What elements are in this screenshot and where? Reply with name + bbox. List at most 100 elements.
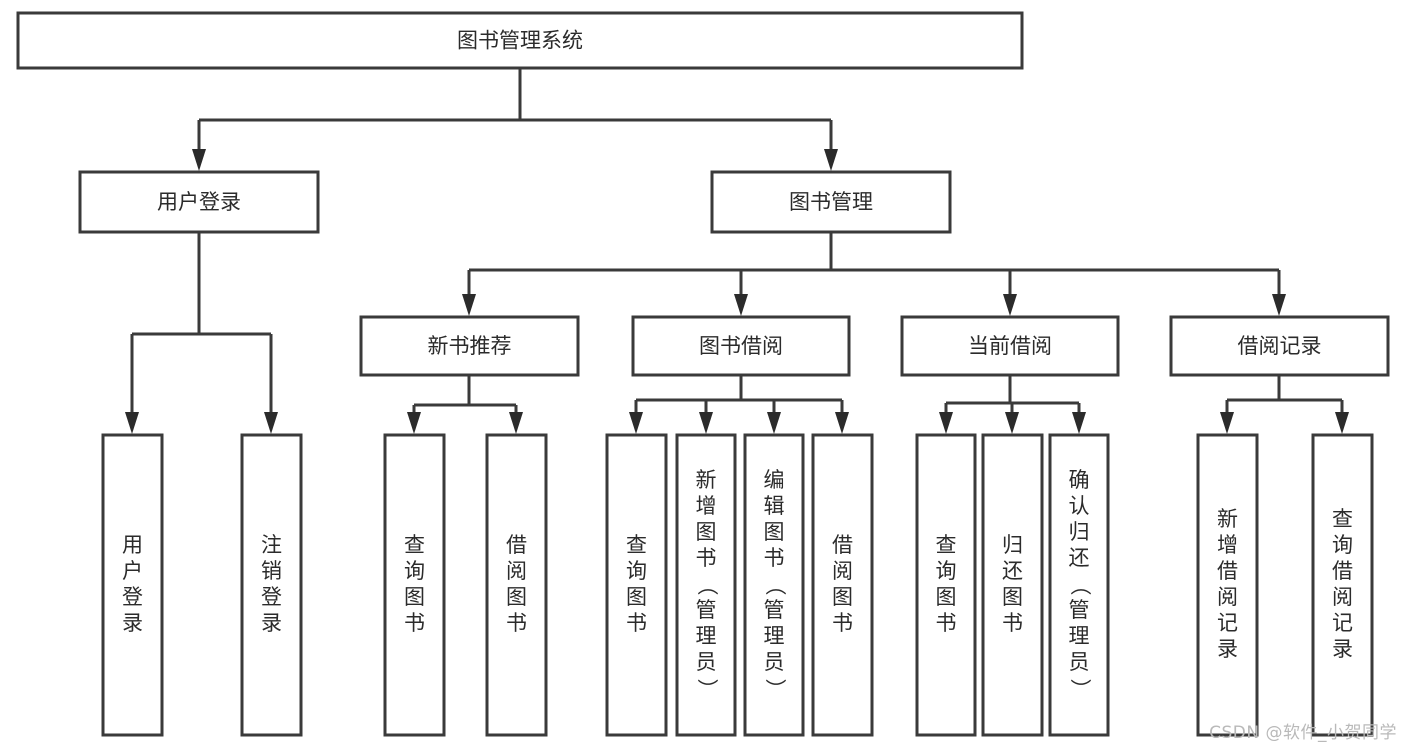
node-box[interactable] — [743, 433, 805, 737]
node-box[interactable] — [900, 315, 1120, 377]
arrow-head-icon — [629, 412, 643, 434]
arrow-head-icon — [1335, 412, 1349, 434]
node-box[interactable] — [605, 433, 668, 737]
arrow-head-icon — [1005, 412, 1019, 434]
node-label-char: 管 — [1069, 598, 1090, 622]
node-label-char: 书 — [696, 546, 717, 570]
submodule-node-borrow-records[interactable]: 借阅记录 — [1169, 315, 1390, 377]
node-label-char: 认 — [1069, 494, 1090, 518]
node-label-char: 登 — [261, 585, 282, 609]
node-label-char: 书 — [832, 611, 853, 635]
node-label-char: 户 — [122, 559, 143, 583]
arrow-head-icon — [824, 149, 838, 171]
node-label-char: 归 — [1002, 533, 1023, 557]
node-label-char: 员 — [764, 650, 785, 674]
node-label-char: 增 — [1217, 533, 1238, 557]
node-box[interactable] — [710, 170, 952, 234]
node-box[interactable] — [1169, 315, 1390, 377]
node-label: 图书管理系统 — [457, 29, 583, 53]
node-box[interactable] — [383, 433, 446, 737]
node-box[interactable] — [915, 433, 977, 737]
node-label-char: 理 — [696, 624, 717, 648]
arrow-head-icon — [125, 412, 139, 434]
node-box[interactable] — [1311, 433, 1374, 737]
node-label-char: 理 — [764, 624, 785, 648]
connector-recommend-to-leaves — [407, 375, 523, 434]
connector-book-management-to-level3 — [462, 232, 1286, 316]
node-label-char: 归 — [1069, 520, 1090, 544]
node-label-char: 录 — [261, 611, 282, 635]
module-node-user-login[interactable]: 用户登录 — [78, 170, 320, 234]
node-box[interactable] — [631, 315, 851, 377]
node-box[interactable] — [240, 433, 303, 737]
node-label-char: 录 — [1217, 637, 1238, 661]
node-box[interactable] — [675, 433, 737, 737]
node-label-char: 书 — [404, 611, 425, 635]
node-label-char: 新 — [696, 468, 717, 492]
node-label-char: 书 — [764, 546, 785, 570]
node-box[interactable] — [485, 433, 548, 737]
node-label-char: 图 — [764, 520, 785, 544]
node-box[interactable] — [101, 433, 164, 737]
node-label-char: 图 — [696, 520, 717, 544]
connector-user-login-to-leaves — [125, 232, 278, 434]
submodule-node-book-borrow[interactable]: 图书借阅 — [631, 315, 851, 377]
node-box[interactable] — [1048, 433, 1110, 737]
submodule-node-new-book-recommend[interactable]: 新书推荐 — [359, 315, 580, 377]
leaf-node-leaf-user-login[interactable]: 用户登录 — [101, 433, 164, 737]
node-label-char: 确 — [1069, 468, 1090, 492]
node-label-char: 编 — [764, 468, 785, 492]
node-box[interactable] — [78, 170, 320, 234]
arrow-head-icon — [767, 412, 781, 434]
node-label-char: 书 — [1002, 611, 1023, 635]
arrow-head-icon — [835, 412, 849, 434]
node-box[interactable] — [981, 433, 1044, 737]
arrow-head-icon — [462, 294, 476, 316]
node-label-char: ） — [1068, 679, 1092, 700]
node-label-char: 理 — [1069, 624, 1090, 648]
node-label-char: 阅 — [832, 559, 853, 583]
node-label-char: 员 — [696, 650, 717, 674]
arrow-head-icon — [1072, 412, 1086, 434]
node-label-char: 记 — [1332, 611, 1353, 635]
node-layer: 图书管理系统用户登录图书管理新书推荐图书借阅当前借阅借阅记录用户登录注销登录查询… — [16, 11, 1390, 737]
submodule-node-current-borrow[interactable]: 当前借阅 — [900, 315, 1120, 377]
node-label-char: 员 — [1069, 650, 1090, 674]
node-label: 借阅记录 — [1238, 334, 1322, 358]
module-node-book-management[interactable]: 图书管理 — [710, 170, 952, 234]
root-node-root[interactable]: 图书管理系统 — [16, 11, 1024, 70]
node-label-char: 书 — [626, 611, 647, 635]
node-label-char: 查 — [936, 533, 957, 557]
connector-current-to-leaves — [939, 375, 1086, 434]
node-box[interactable] — [1196, 433, 1259, 737]
arrow-head-icon — [192, 149, 206, 171]
node-label-char: 阅 — [1332, 585, 1353, 609]
node-label-char: 借 — [1332, 559, 1353, 583]
node-box[interactable] — [811, 433, 874, 737]
node-label-char: 询 — [626, 559, 647, 583]
node-box[interactable] — [359, 315, 580, 377]
node-box[interactable] — [16, 11, 1024, 70]
arrow-head-icon — [407, 412, 421, 434]
node-label-char: 借 — [832, 533, 853, 557]
